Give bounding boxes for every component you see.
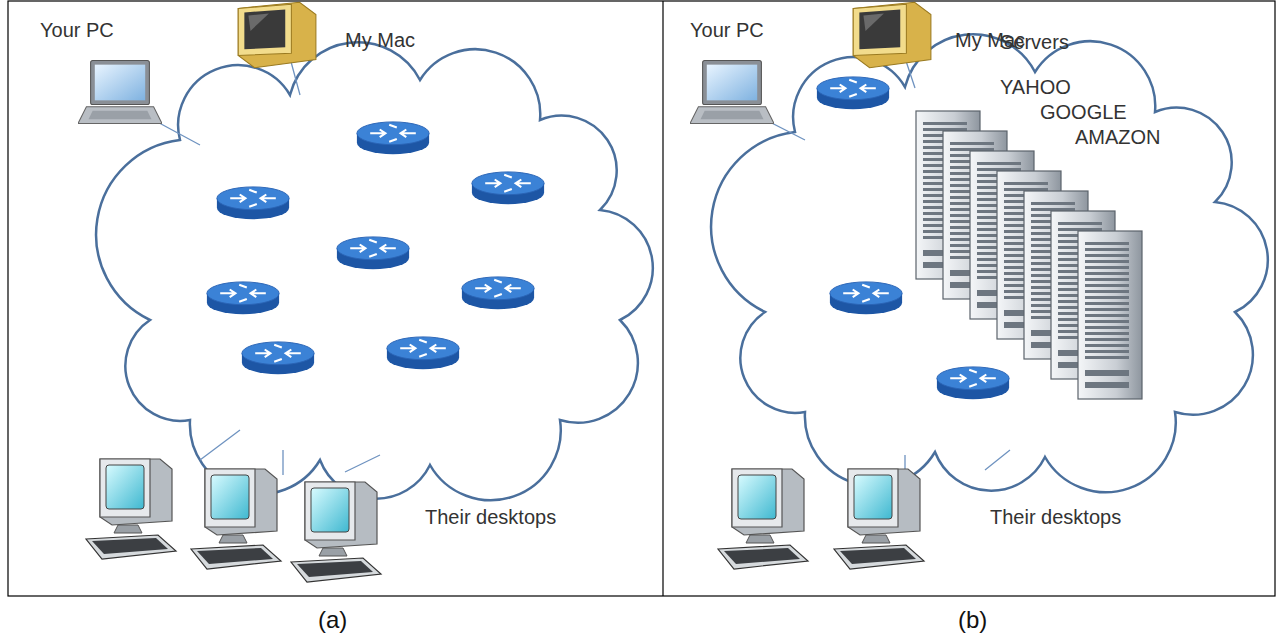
company-label: AMAZON bbox=[1075, 125, 1161, 149]
router bbox=[207, 282, 279, 314]
monitor-icon bbox=[853, 2, 931, 67]
company-label: GOOGLE bbox=[1040, 100, 1127, 124]
device-label: Their desktops bbox=[990, 505, 1121, 529]
router bbox=[462, 277, 534, 309]
router bbox=[472, 172, 544, 204]
network-cloud bbox=[711, 34, 1268, 492]
router bbox=[337, 237, 409, 269]
divider bbox=[662, 1, 663, 596]
desktop-icon bbox=[718, 469, 808, 569]
network-cloud bbox=[96, 42, 653, 500]
device-label: My Mac bbox=[345, 28, 415, 52]
router bbox=[217, 187, 289, 219]
desktop-icon bbox=[834, 469, 924, 569]
device-label: Your PC bbox=[40, 18, 114, 42]
desktop-icon bbox=[291, 482, 381, 582]
link-line bbox=[150, 58, 380, 475]
frame bbox=[8, 1, 1275, 596]
server-rack bbox=[916, 111, 1142, 399]
laptop-icon bbox=[690, 60, 774, 123]
monitor-icon bbox=[238, 2, 316, 67]
panel-a bbox=[78, 2, 653, 582]
server-label: Servers bbox=[1000, 30, 1069, 54]
panel-b bbox=[690, 2, 1268, 569]
desktop-icon bbox=[191, 469, 281, 569]
laptop-icon bbox=[78, 60, 162, 123]
device-label: Their desktops bbox=[425, 505, 556, 529]
router bbox=[357, 122, 429, 154]
company-label: YAHOO bbox=[1000, 75, 1071, 99]
router bbox=[937, 367, 1009, 399]
router bbox=[387, 337, 459, 369]
device-label: Your PC bbox=[690, 18, 764, 42]
router bbox=[817, 77, 889, 109]
panel-caption: (a) bbox=[318, 606, 347, 635]
desktop-icon bbox=[86, 459, 176, 559]
router bbox=[830, 282, 902, 314]
router bbox=[242, 342, 314, 374]
panel-caption: (b) bbox=[958, 606, 987, 635]
